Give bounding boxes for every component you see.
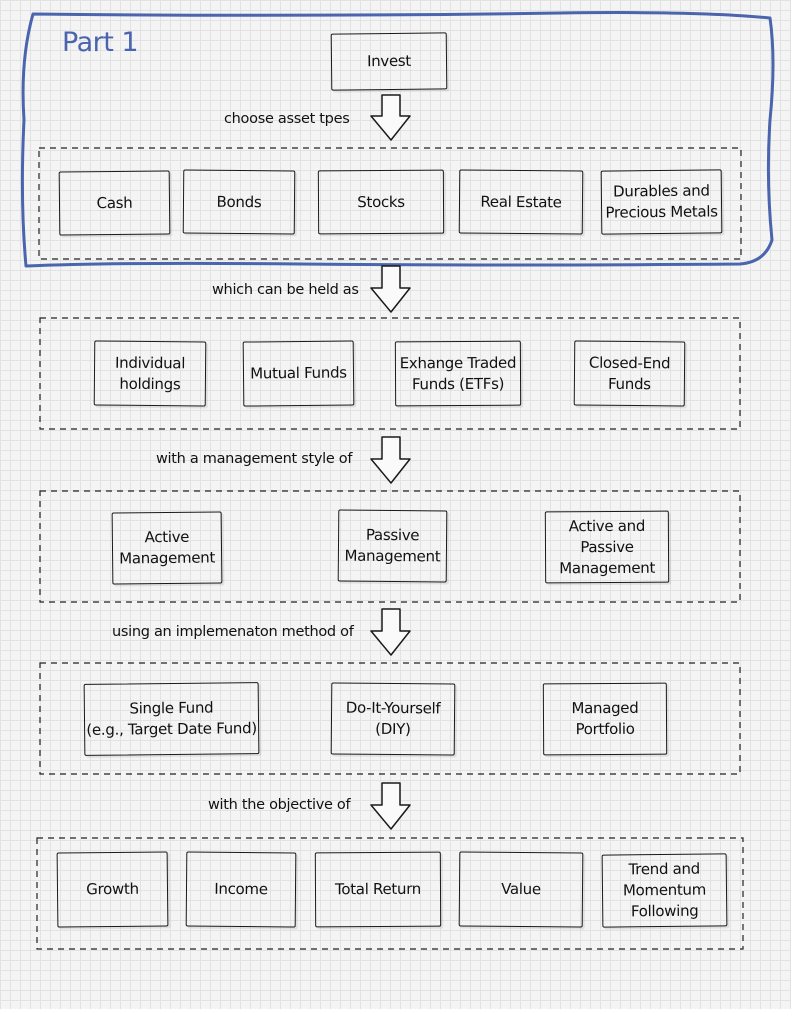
group-objective <box>36 837 744 950</box>
node-value: Value <box>458 851 584 928</box>
down-arrow-icon <box>370 265 411 313</box>
node-bonds: Bonds <box>182 169 296 235</box>
node-durables-precious-metals: Durables and Precious Metals <box>600 169 723 235</box>
connector-label: with a management style of <box>156 451 353 467</box>
node-income: Income <box>185 851 297 928</box>
node-individual-holdings: Individual holdings <box>93 340 207 407</box>
group-management-style <box>39 490 741 603</box>
connector-label: using an implemenaton method of <box>112 624 354 640</box>
node-closed-end-funds: Closed-End Funds <box>573 340 686 407</box>
node-stocks: Stocks <box>317 169 445 235</box>
down-arrow-icon <box>370 94 411 141</box>
down-arrow-icon <box>370 436 411 484</box>
part1-outline <box>20 11 775 268</box>
group-implementation <box>39 662 741 775</box>
node-cash: Cash <box>58 170 171 236</box>
node-active-management: Active Management <box>111 511 223 585</box>
node-growth: Growth <box>56 851 169 928</box>
node-invest: Invest <box>330 32 448 91</box>
node-active-passive-management: Active and Passive Management <box>544 510 670 584</box>
connector-label: with the objective of <box>208 797 351 813</box>
node-managed-portfolio: Managed Portfolio <box>542 682 668 756</box>
down-arrow-icon <box>370 782 411 830</box>
connector-label: which can be held as <box>212 282 359 298</box>
node-real-estate: Real Estate <box>458 169 584 235</box>
node-mutual-funds: Mutual Funds <box>242 340 355 407</box>
node-passive-management: Passive Management <box>337 509 448 583</box>
group-holding-vehicles <box>39 317 741 430</box>
node-total-return: Total Return <box>314 851 442 928</box>
node-etfs: Exhange Traded Funds (ETFs) <box>394 340 522 407</box>
connector-label: choose asset tpes <box>224 111 350 127</box>
node-diy: Do-It-Yourself (DIY) <box>330 682 456 756</box>
node-single-fund: Single Fund (e.g., Target Date Fund) <box>83 682 260 756</box>
part-title: Part 1 <box>62 27 139 58</box>
down-arrow-icon <box>370 608 411 656</box>
node-trend-momentum: Trend and Momentum Following <box>601 853 728 928</box>
